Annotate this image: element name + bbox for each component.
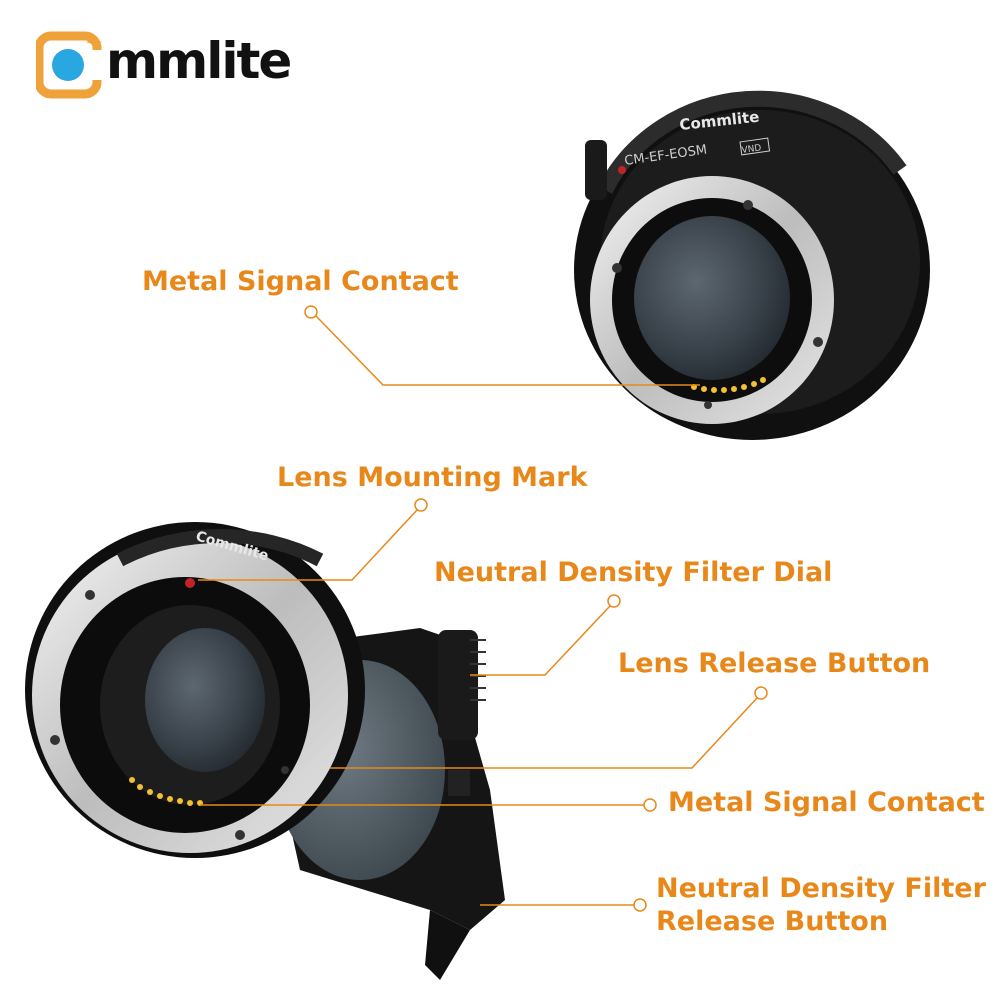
brand-logo: mmlite xyxy=(34,30,366,100)
top-contacts xyxy=(691,377,766,393)
callout-nd-filter-dial: Neutral Density Filter Dial xyxy=(434,557,833,588)
lens-mounting-mark xyxy=(185,578,195,588)
top-mount-mark xyxy=(618,166,626,174)
top-engraving-badge: VND xyxy=(741,143,762,156)
callout-nd-filter-release-line2: Release Button xyxy=(656,906,889,937)
bottom-adapter: Commlite xyxy=(25,522,505,980)
callout-bottom-metal-signal-contact: Metal Signal Contact xyxy=(668,787,985,818)
top-release-button xyxy=(585,140,607,200)
callout-lens-release-button: Lens Release Button xyxy=(618,648,931,679)
top-adapter: Commlite CM-EF-EOSM VND xyxy=(574,90,930,440)
bottom-contacts xyxy=(129,777,203,806)
nd-lock xyxy=(448,770,470,796)
sparkle-icon xyxy=(86,34,102,50)
callout-lens-mounting-mark: Lens Mounting Mark xyxy=(277,462,588,493)
callout-nd-filter-release-line1: Neutral Density Filter xyxy=(656,873,986,904)
logo-mark-icon xyxy=(34,31,102,99)
callout-top-metal-signal-contact: Metal Signal Contact xyxy=(142,266,459,297)
logo-wordmark: mmlite xyxy=(106,32,292,90)
nd-dial xyxy=(438,630,478,740)
